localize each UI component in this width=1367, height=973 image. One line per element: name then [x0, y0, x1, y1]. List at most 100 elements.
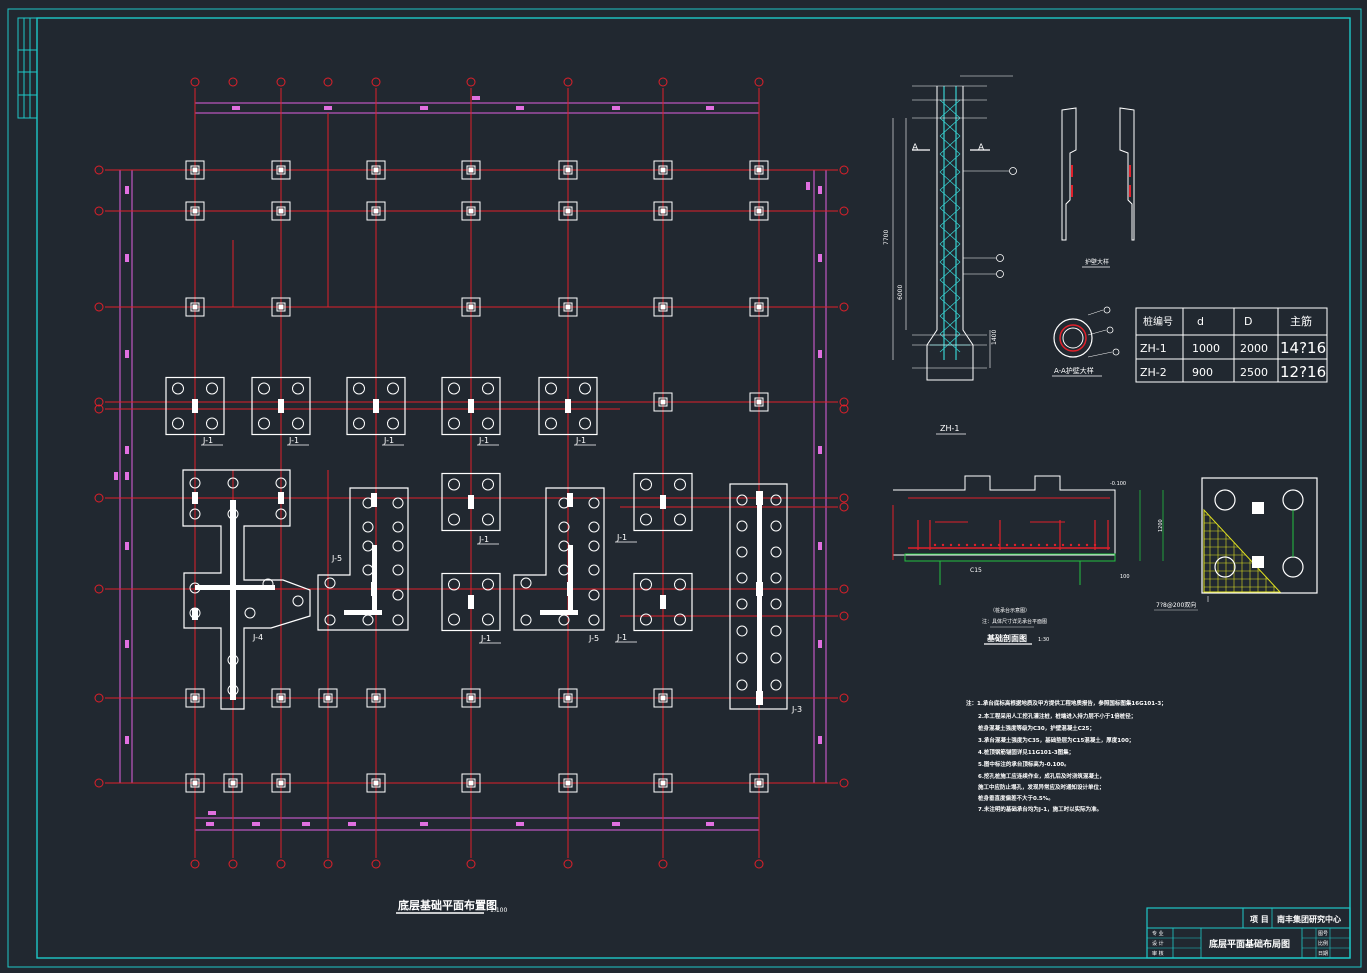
- column: [190, 778, 200, 788]
- dimension-text-mark: [125, 446, 129, 454]
- corner-pile: [1214, 489, 1236, 511]
- column: [192, 399, 198, 413]
- pile-name: ZH-1: [940, 424, 959, 433]
- pile: [392, 614, 404, 626]
- title-block-cell: 设 计: [1152, 940, 1164, 947]
- dimension-text-mark: [232, 106, 240, 110]
- footing-label: J-4: [252, 633, 263, 642]
- footing-label: J-1: [575, 436, 586, 445]
- axis-bubble: [94, 165, 104, 175]
- column-core: [373, 780, 379, 786]
- rebar-dot: [949, 543, 953, 547]
- pile-spiral: [939, 153, 961, 173]
- dimension-text-mark: [125, 736, 129, 744]
- bedding-layer: [904, 553, 1116, 562]
- rebar-dot: [981, 543, 985, 547]
- column: [563, 302, 573, 312]
- dimension-text-mark: [818, 350, 822, 358]
- column: [466, 302, 476, 312]
- pile: [324, 577, 336, 589]
- dimension-text-mark: [125, 350, 129, 358]
- pile: [206, 417, 218, 430]
- axis-bubble: [839, 693, 849, 703]
- column: [276, 693, 286, 703]
- pile: [258, 382, 270, 395]
- pile: [545, 382, 557, 395]
- pile-spiral: [939, 333, 961, 353]
- column-footing: [366, 160, 386, 180]
- pile: [387, 382, 399, 395]
- column-core: [756, 399, 762, 405]
- column-footing: [749, 297, 769, 317]
- note-line: 3.承台混凝土强度为C35，基础垫层为C15混凝土，厚度100；: [978, 736, 1134, 744]
- column-footing: [653, 297, 673, 317]
- pile: [520, 577, 532, 589]
- corner-pile: [1282, 489, 1304, 511]
- pile-spiral: [939, 135, 961, 155]
- fsec-callout-100: 100: [1120, 574, 1130, 580]
- column-core: [660, 399, 666, 405]
- column-footing: [653, 160, 673, 180]
- leader-line: [1087, 351, 1113, 358]
- pile-wall-detail: [1061, 107, 1077, 241]
- title-block-cell: 审 核: [1152, 950, 1164, 957]
- column: [567, 493, 573, 507]
- pile-spiral: [939, 225, 961, 245]
- column: [192, 492, 198, 504]
- axis-bubble: [94, 493, 104, 503]
- dimension-text-mark: [208, 811, 216, 815]
- rebar-dot: [1045, 543, 1049, 547]
- column: [371, 693, 381, 703]
- dimension-text-mark: [420, 106, 428, 110]
- pile-elevation: [892, 75, 1135, 381]
- column-footing: [749, 201, 769, 221]
- dimension-text-mark: [818, 186, 822, 194]
- column-footing: [185, 160, 205, 180]
- axis-bubble: [94, 404, 104, 414]
- column: [658, 165, 668, 175]
- column: [756, 582, 763, 596]
- column-footing: [271, 688, 291, 708]
- pile: [387, 417, 399, 430]
- column: [371, 582, 377, 596]
- column: [468, 595, 474, 609]
- column-core: [660, 208, 666, 214]
- rebar-dot: [1013, 543, 1017, 547]
- dimension-text-mark: [516, 106, 524, 110]
- axis-bubble: [839, 165, 849, 175]
- axis-bubble: [228, 77, 238, 87]
- wall-beam: [540, 610, 578, 615]
- pile-cap-j3: [729, 483, 788, 710]
- foundation-section: [892, 475, 1164, 628]
- pile: [770, 679, 782, 691]
- column-footing: [558, 688, 578, 708]
- fsec-callout-c15: C15: [970, 567, 982, 574]
- pile-table-r1-bigd: 2000: [1240, 342, 1268, 355]
- rebar-dot: [1061, 543, 1065, 547]
- pile: [482, 513, 494, 526]
- pile: [482, 478, 494, 491]
- axis-bubble: [839, 778, 849, 788]
- column: [278, 399, 284, 413]
- pile-ring-outer: [1053, 318, 1093, 358]
- pile-spiral: [939, 171, 961, 191]
- column: [567, 582, 573, 596]
- wall-beam: [195, 585, 275, 590]
- column-footing: [461, 297, 481, 317]
- wall-beam: [230, 500, 236, 700]
- fsec-title: 基础剖面图: [986, 633, 1027, 643]
- axis-bubble: [190, 77, 200, 87]
- rebar-dot: [1021, 543, 1025, 547]
- footing-label: J-5: [588, 634, 599, 643]
- column-footing: [558, 773, 578, 793]
- pile: [206, 382, 218, 395]
- footing-label: J-1: [616, 533, 627, 542]
- column-core: [565, 780, 571, 786]
- dimension-text-mark: [516, 822, 524, 826]
- fsec-note-1: （桩承台示意图）: [990, 607, 1030, 614]
- pile: [227, 477, 239, 489]
- pile: [770, 598, 782, 610]
- pile: [362, 540, 374, 552]
- axis-bubble: [658, 77, 668, 87]
- fsec-scale: 1:30: [1038, 637, 1049, 643]
